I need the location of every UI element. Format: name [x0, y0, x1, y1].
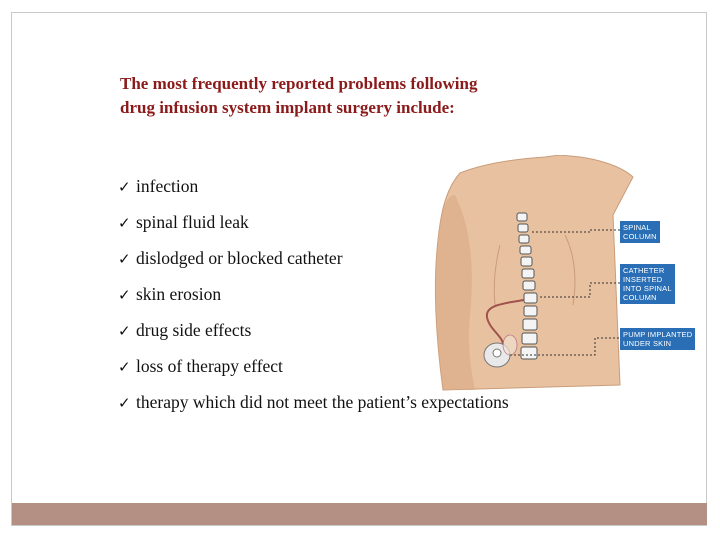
list-item: ✓ therapy which did not meet the patient’… — [118, 392, 509, 413]
list-item-text: therapy which did not meet the patient’s… — [136, 392, 509, 412]
leader-lines — [510, 229, 620, 356]
label-spinal-column: SPINAL COLUMN — [620, 221, 660, 243]
spine — [516, 212, 538, 360]
list-item: ✓ loss of therapy effect — [118, 356, 283, 377]
checkmark-icon: ✓ — [118, 178, 131, 196]
back-contour — [493, 244, 501, 306]
list-item-text: skin erosion — [136, 284, 222, 304]
title-line-1: The most frequently reported problems fo… — [120, 74, 478, 93]
torso-shadow — [435, 195, 475, 390]
list-item: ✓ spinal fluid leak — [118, 212, 249, 233]
label-catheter: CATHETER INSERTED INTO SPINAL COLUMN — [620, 264, 675, 304]
list-item: ✓ infection — [118, 176, 198, 197]
checkmark-icon: ✓ — [118, 250, 131, 268]
checkmark-icon: ✓ — [118, 214, 131, 232]
list-item-text: loss of therapy effect — [136, 356, 283, 376]
checkmark-icon: ✓ — [118, 358, 131, 376]
list-item-text: infection — [136, 176, 199, 196]
drug-pump-illustration: SPINAL COLUMN CATHETER INSERTED INTO SPI… — [415, 154, 715, 395]
back-contour — [564, 234, 576, 306]
list-item-text: dislodged or blocked catheter — [136, 248, 343, 268]
pump-device — [483, 334, 518, 368]
label-pump: PUMP IMPLANTED UNDER SKIN — [620, 328, 696, 350]
torso-drawing — [434, 154, 634, 391]
checkmark-icon: ✓ — [118, 394, 131, 412]
checkmark-icon: ✓ — [118, 286, 131, 304]
list-item: ✓ drug side effects — [118, 320, 251, 341]
list-item: ✓ skin erosion — [118, 284, 221, 305]
list-item-text: spinal fluid leak — [136, 212, 249, 232]
list-item-text: drug side effects — [136, 320, 252, 340]
title-line-2: drug infusion system implant surgery inc… — [120, 98, 455, 117]
list-item: ✓ dislodged or blocked catheter — [118, 248, 343, 269]
slide-title: The most frequently reported problems fo… — [120, 72, 580, 120]
checkmark-icon: ✓ — [118, 322, 131, 340]
footer-band — [12, 503, 707, 525]
